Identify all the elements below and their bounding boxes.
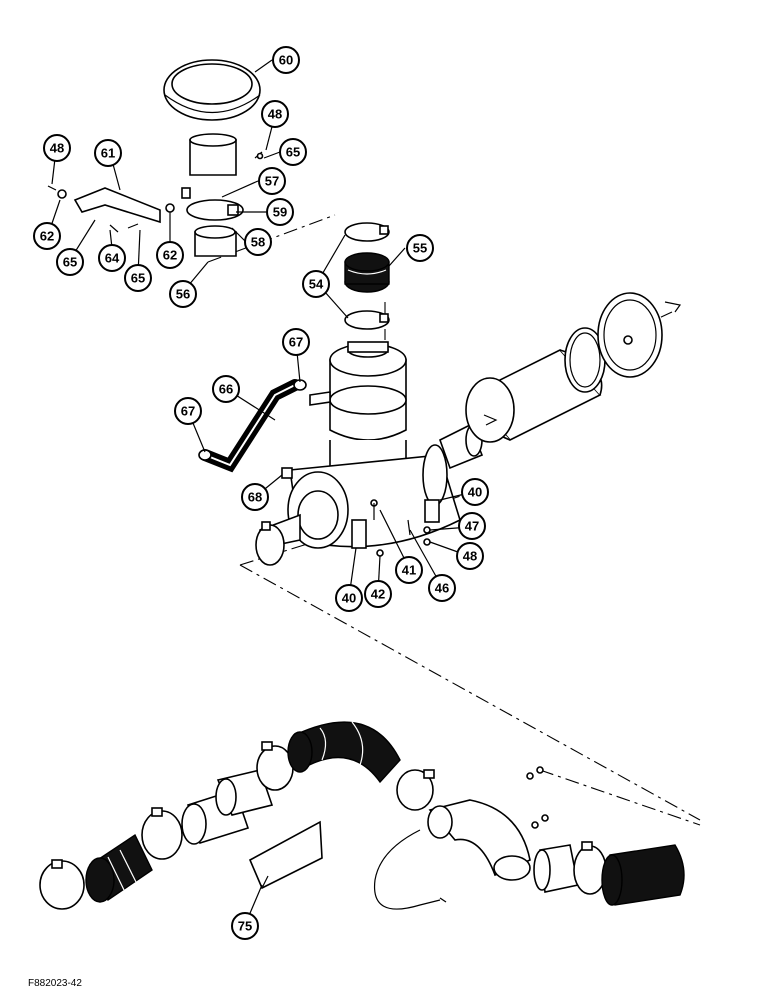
support-bracket xyxy=(47,185,175,233)
cable-assembly xyxy=(373,766,549,910)
callout-48-left: 48 xyxy=(43,134,71,162)
svg-text:64: 64 xyxy=(105,251,120,266)
callout-56: 56 xyxy=(169,280,197,308)
rubber-adapter xyxy=(344,252,390,293)
upper-clamp xyxy=(186,199,244,221)
callout-54: 54 xyxy=(302,270,330,298)
svg-text:67: 67 xyxy=(181,404,195,419)
heat-shield xyxy=(248,820,323,890)
svg-text:48: 48 xyxy=(268,107,282,122)
callout-67-upper: 67 xyxy=(282,328,310,356)
callout-65-bottom: 65 xyxy=(124,264,152,292)
elbow-clamp xyxy=(396,769,435,811)
callout-61: 61 xyxy=(94,139,122,167)
svg-text:58: 58 xyxy=(251,235,265,250)
svg-text:65: 65 xyxy=(131,271,145,286)
elbow-hose xyxy=(287,721,401,784)
intake-boot xyxy=(85,833,153,903)
svg-text:65: 65 xyxy=(286,145,300,160)
svg-text:41: 41 xyxy=(402,563,416,578)
intake-clamp-3 xyxy=(256,741,294,791)
outlet-sleeve xyxy=(533,844,579,893)
svg-text:61: 61 xyxy=(101,146,115,161)
figure-code: F882023-42 xyxy=(28,978,82,989)
callout-48-top: 48 xyxy=(261,100,289,128)
callout-41: 41 xyxy=(395,556,423,584)
svg-text:40: 40 xyxy=(342,591,356,606)
callout-60: 60 xyxy=(272,46,300,74)
callout-40-left: 40 xyxy=(335,584,363,612)
outlet-clamp-front xyxy=(255,521,285,566)
callout-48-body: 48 xyxy=(456,542,484,570)
intake-clamp-left xyxy=(39,859,85,910)
callout-75: 75 xyxy=(231,912,259,940)
callout-67-lower: 67 xyxy=(174,397,202,425)
fitting-68 xyxy=(281,467,293,479)
svg-text:54: 54 xyxy=(309,277,324,292)
callout-58: 58 xyxy=(244,228,272,256)
intake-sleeve-2 xyxy=(215,769,274,816)
callout-46: 46 xyxy=(428,574,456,602)
svg-text:48: 48 xyxy=(463,549,477,564)
svg-text:60: 60 xyxy=(279,53,293,68)
callout-47: 47 xyxy=(458,512,486,540)
precleaner-cap xyxy=(163,59,261,121)
precleaner-tube xyxy=(189,133,237,176)
elbow-tube xyxy=(427,799,531,881)
intake-clamp-2 xyxy=(141,807,183,860)
callout-57: 57 xyxy=(258,167,286,195)
hose-clamp-lower xyxy=(344,310,390,330)
end-cover xyxy=(597,292,682,378)
filter-canister xyxy=(259,440,461,556)
callout-40-right: 40 xyxy=(461,478,489,506)
precleaner-housing xyxy=(309,341,407,441)
callout-55: 55 xyxy=(406,234,434,262)
svg-text:62: 62 xyxy=(163,248,177,263)
callout-68: 68 xyxy=(241,483,269,511)
callout-59: 59 xyxy=(266,198,294,226)
hose-clamp-upper xyxy=(344,222,390,242)
outlet-clamp xyxy=(573,841,607,895)
svg-text:67: 67 xyxy=(289,335,303,350)
svg-text:47: 47 xyxy=(465,519,479,534)
svg-text:68: 68 xyxy=(248,490,262,505)
svg-text:59: 59 xyxy=(273,205,287,220)
lower-sleeve xyxy=(194,225,237,257)
svg-text:40: 40 xyxy=(468,485,482,500)
svg-text:46: 46 xyxy=(435,581,449,596)
callout-66: 66 xyxy=(212,375,240,403)
callout-62-left: 62 xyxy=(33,222,61,250)
callout-42: 42 xyxy=(364,580,392,608)
svg-text:56: 56 xyxy=(176,287,190,302)
callout-65-top: 65 xyxy=(279,138,307,166)
outlet-hose xyxy=(601,844,685,906)
small-hardware-top xyxy=(181,151,264,199)
svg-text:48: 48 xyxy=(50,141,64,156)
svg-text:57: 57 xyxy=(265,174,279,189)
svg-text:75: 75 xyxy=(238,919,252,934)
svg-text:42: 42 xyxy=(371,587,385,602)
callout-65-left: 65 xyxy=(56,248,84,276)
svg-text:65: 65 xyxy=(63,255,77,270)
callout-62-right: 62 xyxy=(156,241,184,269)
svg-text:62: 62 xyxy=(40,229,54,244)
breather-hose xyxy=(198,379,307,473)
callout-64: 64 xyxy=(98,244,126,272)
svg-text:55: 55 xyxy=(413,241,427,256)
svg-text:66: 66 xyxy=(219,382,233,397)
